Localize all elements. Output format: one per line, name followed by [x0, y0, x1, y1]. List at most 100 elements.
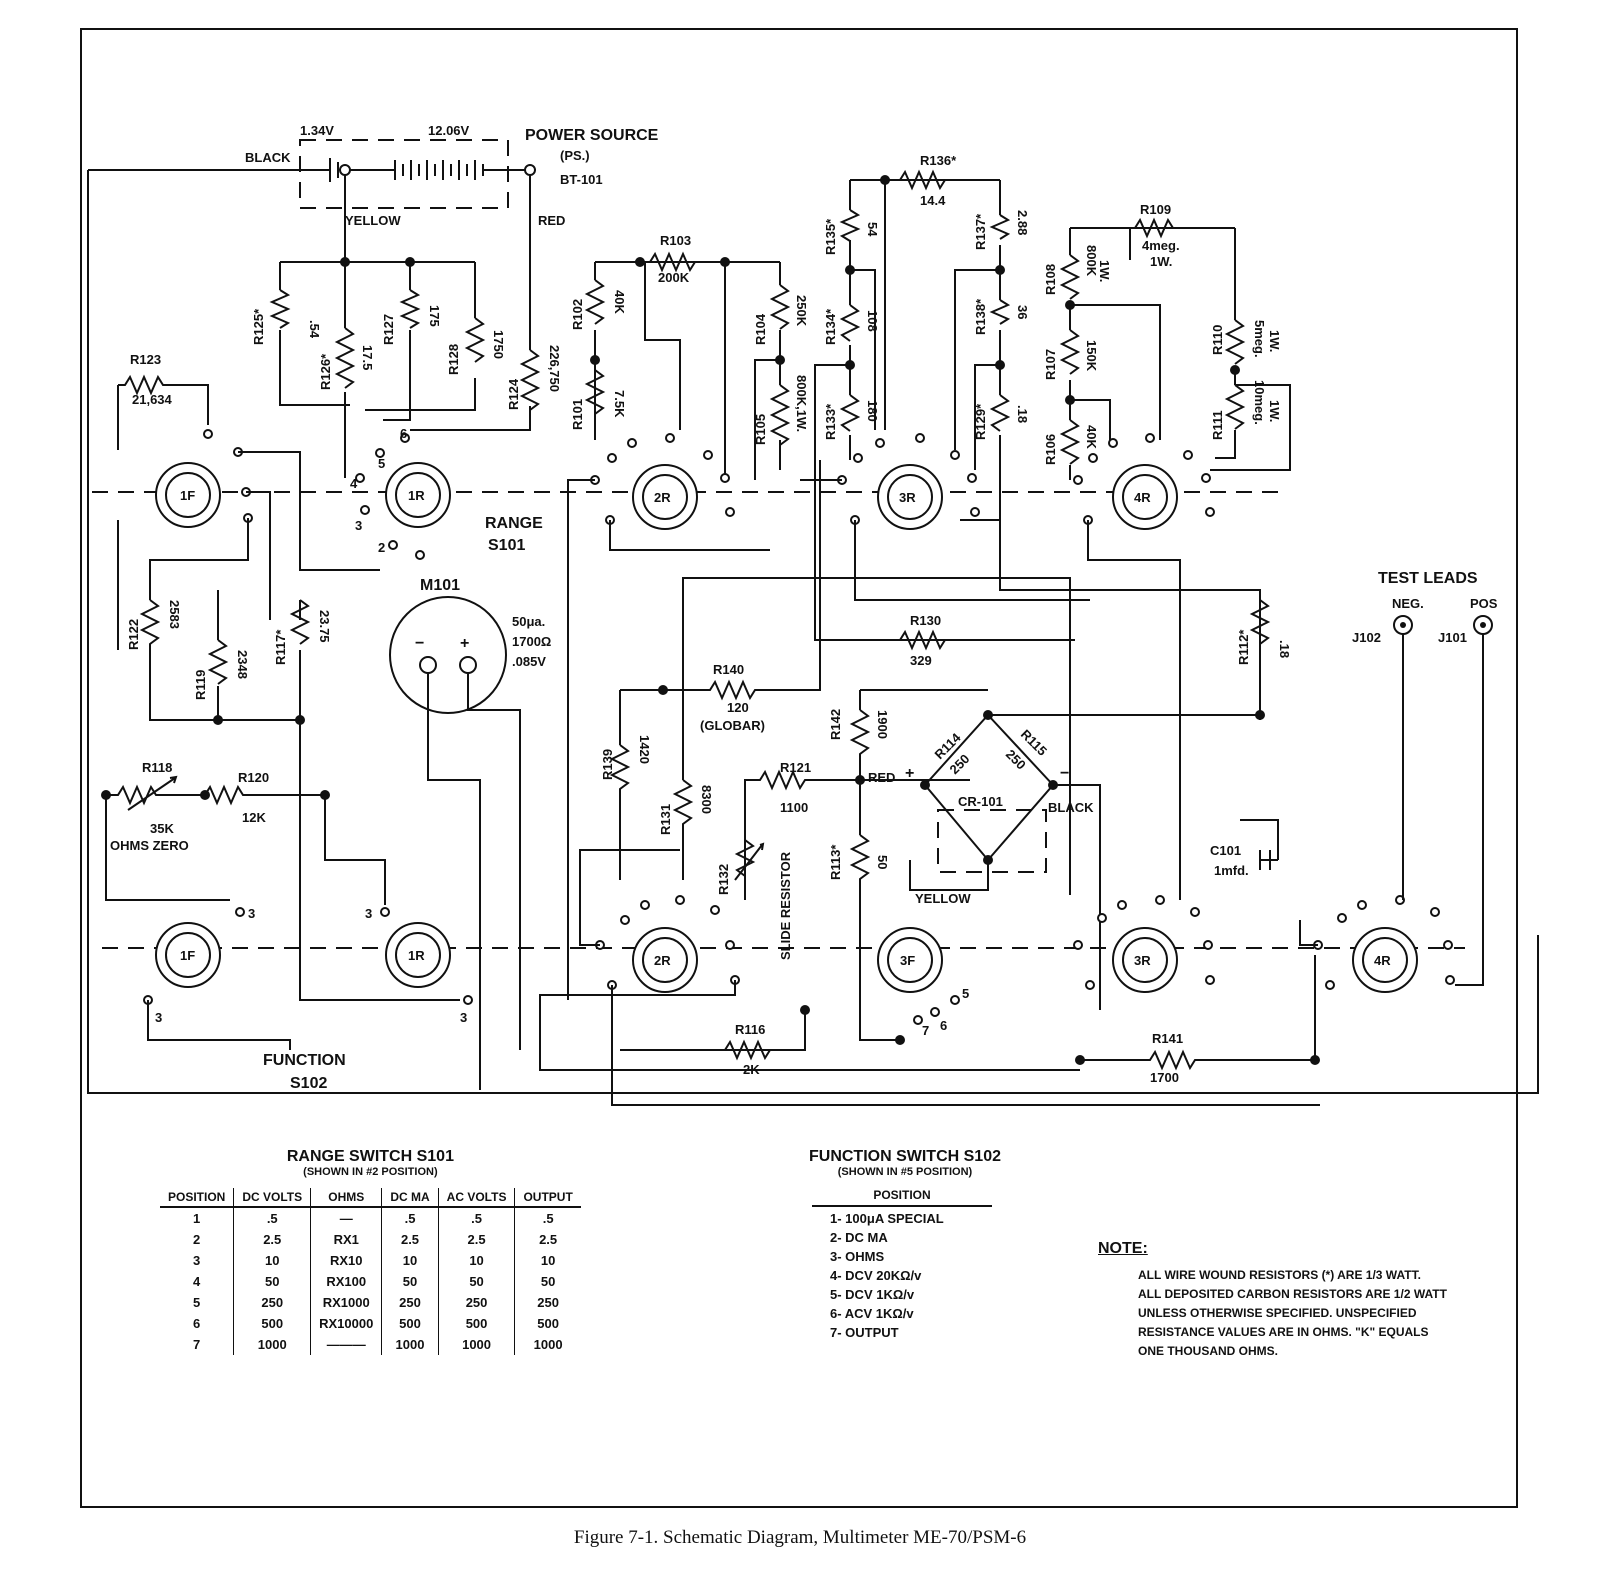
svg-text:40K: 40K: [1084, 425, 1099, 449]
middle-lower-group: R140 120 (GLOBAR) R139 1420 R131 8300 R1…: [600, 460, 1075, 960]
right-lower-group: R112* .18 C101 1mfd. R141 1700: [1075, 599, 1320, 1085]
svg-text:3: 3: [248, 906, 255, 921]
r127-val: 175: [427, 305, 442, 327]
svg-text:R137*: R137*: [973, 213, 988, 250]
r128-val: 1750: [491, 330, 506, 359]
function-switch-table: FUNCTION SWITCH S102 (SHOWN IN #5 POSITI…: [780, 1148, 1030, 1344]
svg-text:(GLOBAR): (GLOBAR): [700, 718, 765, 733]
r125-ref: R125*: [251, 308, 266, 345]
svg-text:R142: R142: [828, 709, 843, 740]
svg-text:14.4: 14.4: [920, 193, 946, 208]
svg-text:5: 5: [378, 456, 385, 471]
range-group-4: R109 4meg. 1W. R108 800K 1W. R107 150K R…: [1043, 202, 1291, 480]
note-title: NOTE:: [1098, 1240, 1148, 1257]
range-left-group: R125* .54 R126* 17.5 R127 175 R128 1750 …: [251, 257, 562, 478]
svg-text:2: 2: [378, 540, 385, 555]
svg-text:8300: 8300: [699, 785, 714, 814]
svg-text:1R: 1R: [408, 488, 425, 503]
r128-ref: R128: [446, 344, 461, 375]
note-line: ALL WIRE WOUND RESISTORS (*) ARE 1/3 WAT…: [1138, 1268, 1421, 1282]
svg-text:+: +: [460, 635, 469, 652]
range-col-header: DC VOLTS: [233, 1188, 312, 1208]
function-switch-ref: S102: [290, 1075, 327, 1092]
outer-wire: [87, 169, 1539, 1094]
function-deck-1r: 1R 33: [365, 906, 473, 1025]
svg-text:1W.: 1W.: [1267, 400, 1282, 422]
list-item: 5- DCV 1KΩ/v: [830, 1287, 915, 1302]
table-row: 1.5—.5.5.5: [160, 1207, 581, 1229]
svg-text:R108: R108: [1043, 264, 1058, 295]
svg-text:1700: 1700: [1150, 1070, 1179, 1085]
range-deck-4r: 4R: [1073, 433, 1215, 900]
svg-text:36: 36: [1015, 305, 1030, 319]
svg-text:R139: R139: [600, 749, 615, 780]
function-deck-4r: 4R: [1299, 895, 1455, 993]
svg-text:3R: 3R: [1134, 953, 1151, 968]
svg-text:12K: 12K: [242, 810, 266, 825]
svg-text:250: 250: [947, 751, 973, 777]
svg-text:4R: 4R: [1374, 953, 1391, 968]
r124-val: 226,750: [547, 345, 562, 392]
svg-text:R105: R105: [753, 414, 768, 445]
svg-text:R117*: R117*: [273, 629, 288, 665]
svg-text:R104: R104: [753, 313, 768, 345]
list-item: 6- ACV 1KΩ/v: [830, 1306, 914, 1321]
bridge-ref: CR-101: [958, 794, 1003, 809]
range-deck-1f: 1F: [149, 429, 380, 620]
svg-text:J101: J101: [1438, 630, 1467, 645]
black-lead-label: BLACK: [245, 150, 291, 165]
svg-text:23.75: 23.75: [317, 610, 332, 643]
svg-text:50μa.: 50μa.: [512, 614, 545, 629]
power-source-title: POWER SOURCE: [525, 127, 659, 144]
svg-text:1mfd.: 1mfd.: [1214, 863, 1249, 878]
svg-text:2.88: 2.88: [1015, 210, 1030, 235]
svg-text:2583: 2583: [167, 600, 182, 629]
range-table-subtitle: (SHOWN IN #2 POSITION): [303, 1166, 438, 1178]
svg-text:50: 50: [875, 855, 890, 869]
svg-text:R131: R131: [658, 804, 673, 835]
svg-text:.18: .18: [1277, 640, 1292, 658]
battery-voltage-1: 1.34V: [300, 123, 334, 138]
range-deck-1r: 1R 32 564: [350, 426, 451, 560]
r125-zigzag: [269, 289, 291, 329]
left-lower-group: R122 2583 R119 2348 R117* 23.75 R118 35K…: [101, 590, 460, 1001]
svg-text:.085V: .085V: [512, 654, 546, 669]
svg-text:R103: R103: [660, 233, 691, 248]
function-table-title: FUNCTION SWITCH S102: [808, 1148, 1001, 1165]
function-deck-3f: 3F 56 7: [877, 927, 969, 1045]
svg-text:10meg.: 10meg.: [1252, 380, 1267, 425]
range-col-header: DC MA: [381, 1188, 439, 1208]
range-col-header: AC VOLTS: [438, 1188, 516, 1208]
svg-text:2R: 2R: [654, 953, 671, 968]
list-item: 7- OUTPUT: [830, 1325, 899, 1340]
svg-text:R118: R118: [142, 760, 172, 775]
svg-text:3R: 3R: [899, 490, 916, 505]
svg-text:R113*: R113*: [828, 844, 843, 880]
svg-text:R112*: R112*: [1236, 629, 1251, 665]
range-deck-2r: 2R: [567, 433, 770, 1000]
range-col-header: POSITION: [160, 1188, 235, 1208]
svg-text:R122: R122: [126, 619, 141, 650]
svg-text:7.5K: 7.5K: [612, 390, 627, 418]
svg-text:1420: 1420: [637, 735, 652, 764]
svg-text:2R: 2R: [654, 490, 671, 505]
svg-text:3F: 3F: [900, 953, 915, 968]
svg-text:R132: R132: [716, 864, 731, 895]
note-line: ALL DEPOSITED CARBON RESISTORS ARE 1/2 W…: [1138, 1287, 1447, 1358]
meter-ref: M101: [420, 577, 460, 594]
svg-text:R135*: R135*: [823, 218, 838, 255]
range-switch-label: RANGE: [485, 515, 543, 532]
svg-text:R134*: R134*: [823, 308, 838, 345]
svg-text:3: 3: [460, 1010, 467, 1025]
svg-text:5meg.: 5meg.: [1252, 320, 1267, 358]
svg-text:108: 108: [865, 310, 880, 332]
svg-text:329: 329: [910, 653, 932, 668]
svg-text:POS: POS: [1470, 596, 1498, 611]
svg-text:1100: 1100: [780, 800, 808, 815]
svg-text:3: 3: [365, 906, 372, 921]
meter-m101: − + M101 50μa. 1700Ω .085V: [389, 577, 551, 1090]
